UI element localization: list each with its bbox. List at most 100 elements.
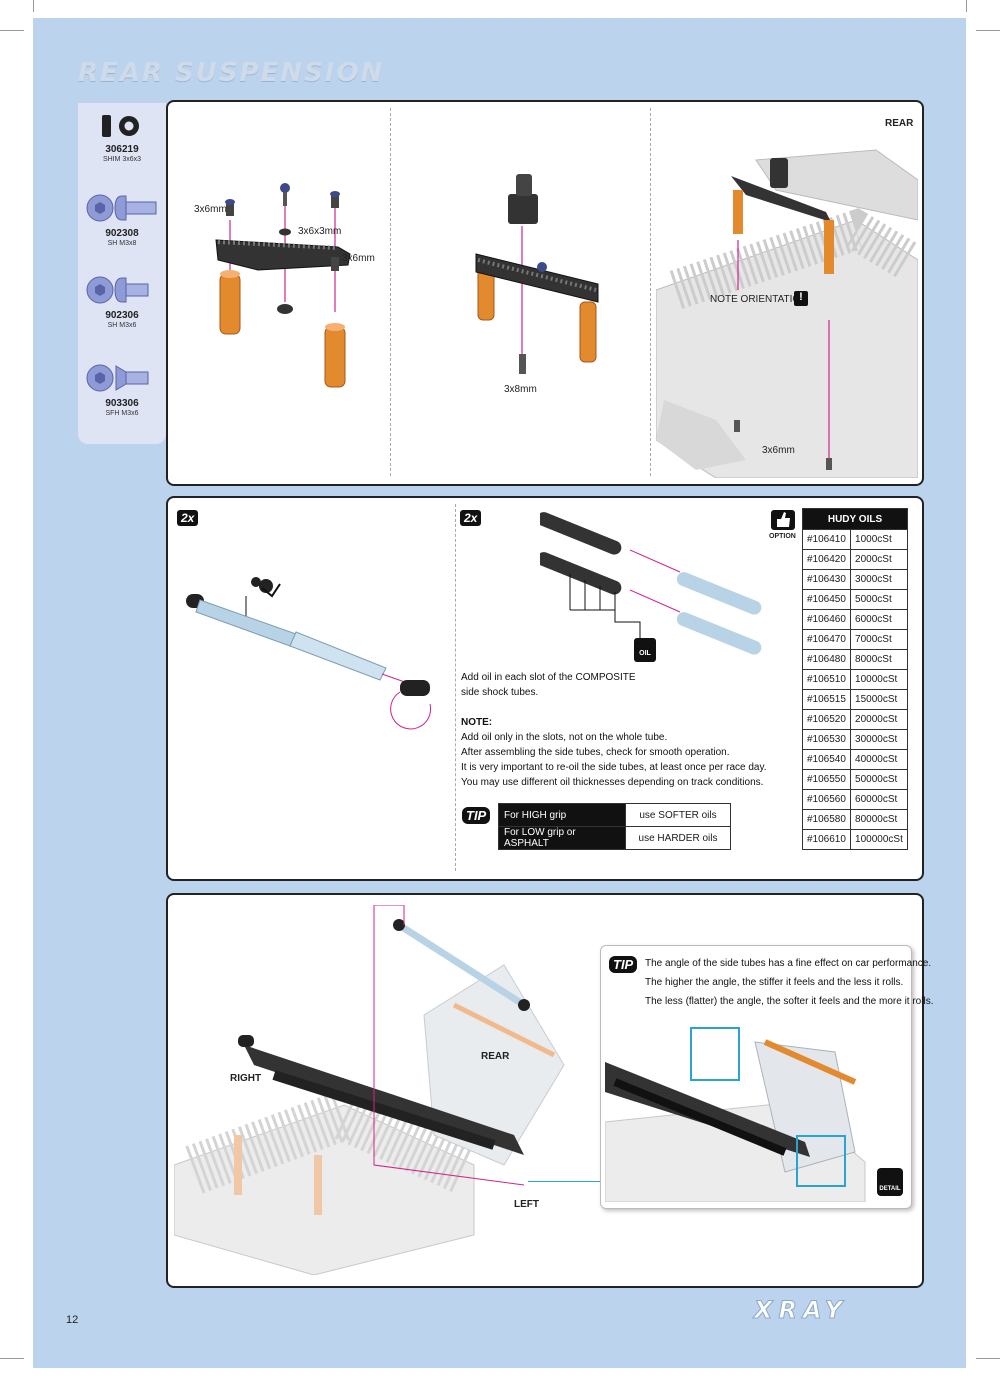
oil-code-cell: #106420	[801, 549, 852, 570]
grip-tip-table: For HIGH grip use SOFTER oils For LOW gr…	[498, 803, 731, 850]
quantity-badge: 2x	[460, 510, 482, 526]
step-divider	[390, 108, 391, 476]
oil-viscosity-cell: 7000cSt	[850, 629, 908, 650]
note-orientation-label: NOTE ORIENTATION	[710, 294, 808, 305]
oil-code-cell: #106460	[801, 609, 852, 630]
table-header: HUDY OILS	[802, 508, 908, 530]
shim-size-label: 3x6x3mm	[298, 226, 342, 237]
tip-badge: TIP	[609, 956, 638, 973]
oil-code-cell: #106480	[801, 649, 852, 670]
side-tube-assembly-diagram	[186, 577, 432, 730]
oil-code-cell: #106540	[801, 749, 852, 770]
oil-viscosity-cell: 40000cSt	[850, 749, 908, 770]
part-item: 902308 SH M3x8	[78, 193, 166, 248]
oil-instruction: Add oil in each slot of the COMPOSITE si…	[461, 672, 636, 698]
button-head-screw-icon	[86, 276, 149, 304]
tip-text: The angle of the side tubes has a fine e…	[645, 958, 934, 1007]
screw-size-label: 3x6mm	[762, 445, 795, 456]
page-title: REAR SUSPENSION	[78, 58, 385, 88]
part-item: 902306 SH M3x6	[78, 275, 166, 330]
right-label: RIGHT	[230, 1073, 262, 1084]
crop-mark	[33, 0, 34, 12]
oiling-panel: 2x 2x OIL Add oil in each slot of the CO…	[166, 496, 924, 881]
oil-viscosity-cell: 30000cSt	[850, 729, 908, 750]
composite-tube-oil-diagram	[540, 512, 762, 655]
part-item: 903306 SFH M3x6	[78, 363, 166, 418]
assembly-panel-top: 3x6mm 3x6x3mm 3x6mm 3x8mm REAR NOTE ORIE…	[166, 100, 924, 486]
oil-viscosity-cell: 15000cSt	[850, 689, 908, 710]
left-label: LEFT	[514, 1199, 539, 1210]
detail-tip-box: TIP The angle of the side tubes has a fi…	[600, 945, 933, 1209]
final-assembly-diagram	[174, 905, 565, 1275]
step3-diagram	[656, 149, 918, 478]
table-row: For HIGH grip use SOFTER oils	[498, 803, 731, 827]
oil-code-cell: #106470	[801, 629, 852, 650]
oil-viscosity-cell: 100000cSt	[850, 829, 908, 850]
oil-code-cell: #106515	[801, 689, 852, 710]
oil-viscosity-cell: 80000cSt	[850, 809, 908, 830]
screw-size-label: 3x8mm	[504, 384, 537, 395]
assembly-panel-bottom: RIGHT REAR LEFT TIP The angle of the sid…	[166, 893, 933, 1288]
quantity-badge: 2x	[177, 510, 199, 526]
rear-label: REAR	[885, 118, 914, 129]
detail-diagram	[605, 1027, 866, 1202]
oil-icon: OIL	[634, 638, 656, 662]
step-divider	[455, 504, 456, 871]
screw-size-label: 3x6mm	[194, 204, 227, 215]
oil-code-cell: #106410	[801, 529, 852, 550]
oil-viscosity-cell: 20000cSt	[850, 709, 908, 730]
crop-mark	[976, 30, 1000, 31]
step1-diagram	[215, 183, 351, 388]
oil-viscosity-cell: 5000cSt	[850, 589, 908, 610]
oil-viscosity-cell: 6000cSt	[850, 609, 908, 630]
oil-note: NOTE: Add oil only in the slots, not on …	[461, 717, 767, 788]
oil-code-cell: #106520	[801, 709, 852, 730]
tip-badge: TIP	[462, 807, 491, 824]
flat-head-screw-icon	[86, 364, 149, 392]
screw-size-label: 3x6mm	[342, 253, 375, 264]
oil-code-cell: #106450	[801, 589, 852, 610]
xray-logo: XRAY	[752, 1296, 848, 1322]
oil-viscosity-cell: 60000cSt	[850, 789, 908, 810]
oil-viscosity-cell: 8000cSt	[850, 649, 908, 670]
step2-diagram	[475, 174, 599, 374]
oil-code-cell: #106510	[801, 669, 852, 690]
detail-icon: DETAIL	[877, 1168, 903, 1196]
part-item: 306219 SHIM 3x6x3	[78, 113, 166, 164]
page-number: 12	[66, 1314, 79, 1326]
button-head-screw-icon	[86, 194, 157, 222]
thumbs-up-icon	[771, 510, 795, 530]
crop-mark	[0, 1358, 24, 1359]
oil-viscosity-cell: 10000cSt	[850, 669, 908, 690]
parts-sidebar: 306219 SHIM 3x6x3 902308 SH M3x8 902306 …	[78, 103, 166, 444]
warning-icon: !	[794, 291, 808, 306]
option-label: OPTION	[769, 533, 796, 540]
oil-viscosity-cell: 3000cSt	[850, 569, 908, 590]
crop-mark	[0, 30, 24, 31]
oil-viscosity-cell: 1000cSt	[850, 529, 908, 550]
oil-code-cell: #106610	[801, 829, 852, 850]
oil-code-cell: #106430	[801, 569, 852, 590]
rear-label: REAR	[481, 1051, 510, 1062]
crop-mark	[966, 0, 967, 12]
crop-mark	[976, 1358, 1000, 1359]
oil-code-cell: #106550	[801, 769, 852, 790]
svg-text:XRAY: XRAY	[752, 1296, 848, 1322]
shim-icon	[102, 115, 139, 137]
